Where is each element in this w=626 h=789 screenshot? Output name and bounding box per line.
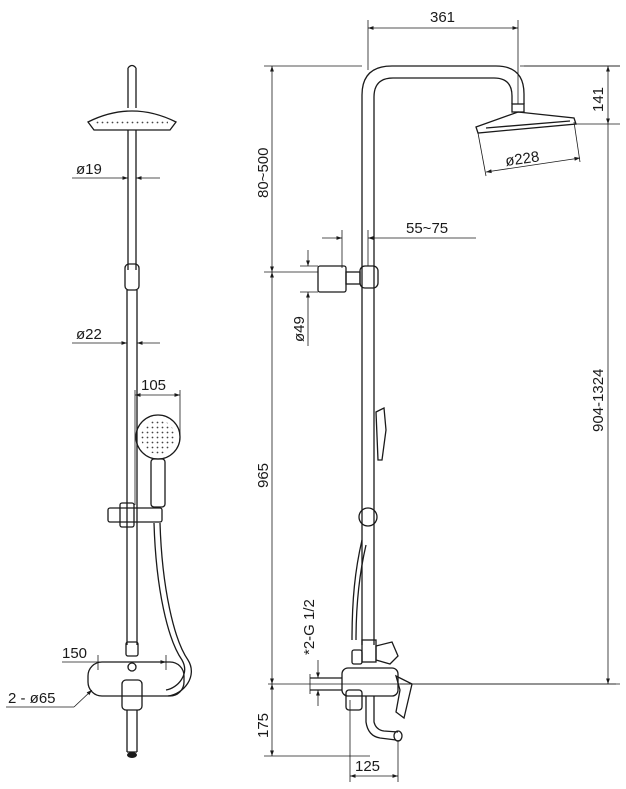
- front-top-pipe: [127, 64, 137, 108]
- dim-leader-o65: [73, 689, 93, 708]
- front-holder-bracket: [107, 507, 163, 523]
- label-inlet-thread: *2-G 1/2: [301, 599, 318, 655]
- front-view: ø19 ø22 105 150 2 - ø65: [6, 64, 192, 758]
- front-holder-clip: [119, 502, 135, 528]
- side-wall-holder: [317, 265, 347, 293]
- side-slider-knob: [358, 507, 378, 527]
- front-hand-shower-handle: [150, 458, 166, 508]
- side-top-knob: [351, 649, 363, 665]
- front-spout: [126, 710, 138, 753]
- front-mixer-lever: [121, 679, 143, 711]
- side-hose: [351, 539, 367, 641]
- side-head-connector: [511, 103, 525, 113]
- side-shower-head: [475, 111, 577, 134]
- front-head-nozzles: [96, 119, 168, 126]
- label-spout-projection: 125: [355, 758, 380, 775]
- label-head-diameter: ø228: [504, 148, 540, 170]
- side-mixer-lever: [394, 674, 413, 720]
- dim-ext-228-left: [477, 132, 487, 177]
- side-rod-connector: [359, 265, 379, 289]
- front-diverter: [125, 641, 139, 657]
- side-head-face: [485, 120, 571, 129]
- side-view: 361 141 ø228 80~500 55~75 ø49 904-1324: [255, 9, 620, 782]
- label-mixer-center-distance: 150: [62, 645, 87, 662]
- label-upper-adjustable: 80~500: [255, 148, 272, 198]
- dim-line-o228: [485, 156, 581, 174]
- label-handshower-width: 105: [141, 377, 166, 394]
- label-escutcheon-diameter: 2 - ø65: [8, 690, 56, 707]
- dim-ext-228-right: [573, 121, 581, 163]
- front-mixer-knob: [127, 662, 137, 672]
- front-hose: [153, 522, 192, 697]
- side-mixer-body: [341, 667, 399, 697]
- side-hand-shower: [375, 406, 387, 461]
- label-rod-diameter-lower: ø22: [76, 326, 102, 343]
- label-arm-reach: 361: [430, 9, 455, 26]
- front-shower-head: [87, 110, 177, 131]
- label-holder-diameter: ø49: [291, 316, 308, 342]
- side-inlet-pipe: [310, 677, 342, 691]
- front-hand-shower-nozzles: [141, 420, 175, 454]
- front-main-rod: [126, 130, 138, 645]
- front-spout-outlet: [127, 752, 137, 758]
- side-mixer-escutcheon: [345, 689, 363, 711]
- side-holder-arm: [345, 271, 361, 285]
- side-main-rod: [361, 65, 525, 645]
- side-diverter-handle: [375, 641, 399, 665]
- label-rod-diameter-upper: ø19: [76, 161, 102, 178]
- side-spout-outlet: [393, 730, 403, 742]
- front-rod-connector: [124, 263, 140, 291]
- label-rod-height: 965: [255, 463, 272, 488]
- side-spout: [365, 696, 399, 741]
- label-holder-offset: 55~75: [406, 220, 448, 237]
- label-spout-drop: 175: [255, 713, 272, 738]
- label-total-height: 904-1324: [590, 369, 607, 432]
- label-head-drop: 141: [590, 87, 607, 112]
